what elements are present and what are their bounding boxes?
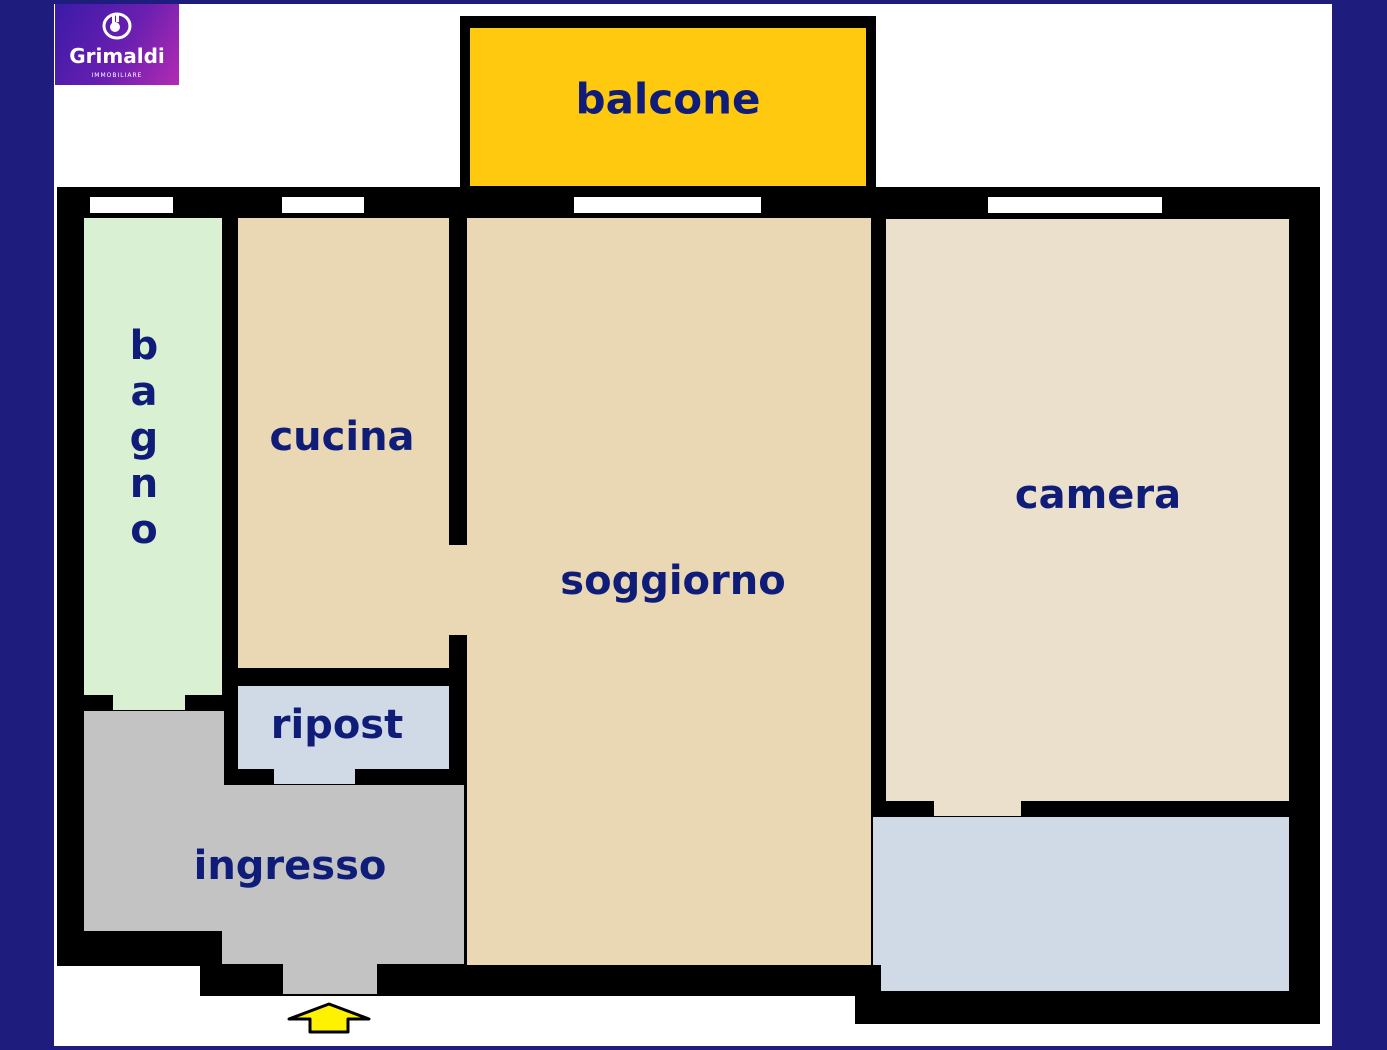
room-label-soggiorno: soggiorno xyxy=(560,558,786,604)
room-label-cucina: cucina xyxy=(269,414,415,460)
room-ingresso xyxy=(84,711,224,931)
room-bagno xyxy=(84,218,222,695)
ok-hand-icon xyxy=(102,12,132,40)
room-soggiorno xyxy=(467,218,871,965)
room-unlabeled-lower-right xyxy=(873,817,1289,965)
door-bagno xyxy=(113,694,185,710)
room-ingresso-lower xyxy=(228,920,464,964)
room-label-bagno-text: bagno xyxy=(129,323,159,553)
brand-name: Grimaldi xyxy=(69,44,165,68)
door-entrance xyxy=(283,962,377,994)
room-label-ripost: ripost xyxy=(270,702,404,748)
brand-logo: Grimaldi IMMOBILIARE xyxy=(55,4,179,85)
window-soggiorno xyxy=(574,197,761,213)
room-camera xyxy=(886,219,1289,801)
room-label-bagno: bagno xyxy=(124,323,164,553)
room-label-ingresso: ingresso xyxy=(193,843,387,889)
brand-subtitle: IMMOBILIARE xyxy=(91,72,143,79)
room-unlabeled-lower-right-ext xyxy=(881,960,1289,991)
door-cucina-soggiorno xyxy=(448,545,469,635)
room-label-balcone: balcone xyxy=(575,74,761,124)
door-camera xyxy=(934,800,1021,816)
room-balcone xyxy=(470,28,866,186)
room-label-camera: camera xyxy=(1014,472,1182,518)
window-cucina xyxy=(282,197,364,213)
door-ripost xyxy=(274,768,355,784)
window-bagno xyxy=(90,197,173,213)
up-arrow-icon xyxy=(287,1002,371,1034)
window-camera xyxy=(988,197,1162,213)
room-ripost xyxy=(238,686,449,769)
room-cucina xyxy=(238,218,449,668)
